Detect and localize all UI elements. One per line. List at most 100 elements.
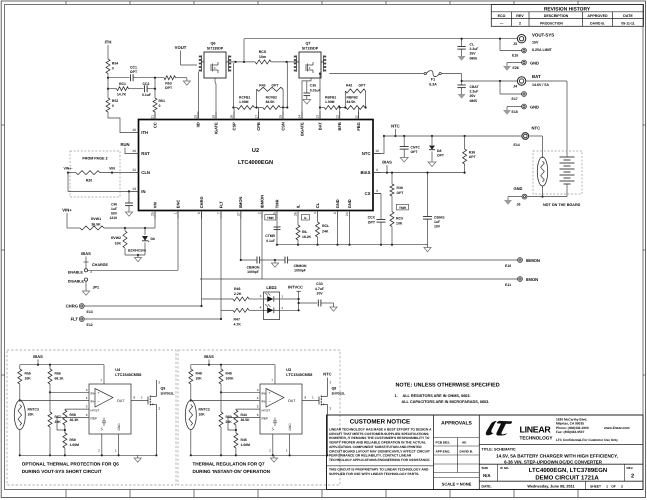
svg-text:1630 McCarthy Blvd.: 1630 McCarthy Blvd.: [556, 417, 587, 421]
svg-text:1: 1: [141, 396, 143, 400]
svg-text:OPTIONAL THERMAL PROTECTION FO: OPTIONAL THERMAL PROTECTION FOR Q6: [22, 461, 120, 466]
svg-text:14.6V / 5A: 14.6V / 5A: [532, 83, 549, 87]
svg-text:1.00M: 1.00M: [241, 443, 251, 447]
svg-text:8: 8: [134, 396, 136, 400]
svg-text:CC1: CC1: [130, 66, 137, 70]
svg-text:RIL: RIL: [302, 230, 307, 234]
svg-text:BFB: BFB: [337, 122, 342, 130]
svg-text:V−: V−: [271, 426, 275, 430]
svg-text:GND: GND: [530, 60, 539, 65]
svg-text:J4: J4: [513, 85, 517, 89]
svg-text:IN+: IN+: [91, 392, 96, 396]
svg-text:2: 2: [282, 306, 284, 310]
svg-text:LTC4000EGN, LTC3789EGN: LTC4000EGN, LTC3789EGN: [529, 467, 607, 474]
svg-text:SCALE = NONE: SCALE = NONE: [442, 482, 472, 487]
svg-text:LTC1540CMS8: LTC1540CMS8: [286, 373, 312, 377]
svg-text:VIN+-: VIN+-: [63, 167, 73, 171]
svg-text:TMR: TMR: [274, 199, 279, 208]
svg-text:2N7002L: 2N7002L: [332, 391, 346, 395]
svg-text:0.01uF: 0.01uF: [310, 88, 321, 92]
svg-text:CCX: CCX: [368, 216, 376, 220]
svg-text:10V: 10V: [434, 225, 441, 229]
svg-text:Q9: Q9: [161, 387, 166, 391]
svg-text:RBFB1: RBFB1: [325, 95, 336, 99]
svg-text:0805: 0805: [470, 99, 478, 103]
svg-text:RUN: RUN: [120, 142, 129, 147]
svg-text:REF: REF: [91, 417, 98, 421]
svg-text:R59: R59: [70, 438, 76, 442]
svg-text:IN−: IN−: [91, 400, 96, 404]
svg-text:CPB: CPB: [256, 122, 261, 131]
svg-text:CLN: CLN: [141, 170, 150, 175]
svg-text:APP ENG.: APP ENG.: [436, 450, 451, 454]
svg-text:U4: U4: [115, 368, 121, 372]
svg-text:2.2K: 2.2K: [234, 292, 242, 296]
svg-text:10K: 10K: [196, 376, 203, 380]
svg-text:10K: 10K: [28, 412, 35, 416]
svg-text:E15: E15: [512, 54, 518, 58]
svg-text:24: 24: [345, 212, 349, 216]
svg-text:RST: RST: [141, 151, 150, 156]
svg-text:1: 1: [606, 484, 608, 488]
svg-text:OPT: OPT: [130, 70, 138, 74]
svg-text:D6: D6: [151, 237, 155, 241]
svg-text:PERFORMANCE OR RELIABILITY. CO: PERFORMANCE OR RELIABILITY. CONTACT LINE…: [329, 454, 412, 458]
svg-text:VERIFY PROPER AND RELIABLE OPE: VERIFY PROPER AND RELIABLE OPERATION IN …: [329, 441, 426, 445]
svg-text:F1: F1: [431, 78, 435, 82]
svg-text:ITH: ITH: [141, 130, 148, 135]
svg-text:R55: R55: [25, 372, 31, 376]
svg-text:1: 1: [286, 449, 288, 453]
svg-text:VOUT: VOUT: [175, 45, 187, 50]
svg-text:R49: R49: [226, 372, 232, 376]
svg-text:1: 1: [115, 449, 117, 453]
svg-text:−: −: [268, 400, 270, 404]
svg-text:1: 1: [174, 212, 178, 214]
svg-text:4: 4: [313, 212, 317, 214]
svg-text:1: 1: [282, 295, 284, 299]
svg-text:BIAS: BIAS: [33, 354, 43, 359]
svg-text:CBIAS: CBIAS: [434, 215, 445, 219]
svg-text:CHARGE: CHARGE: [92, 263, 109, 267]
svg-text:15: 15: [279, 115, 283, 119]
svg-text:6.3A: 6.3A: [429, 83, 437, 87]
svg-text:Q6: Q6: [210, 42, 215, 46]
svg-text:R53: R53: [165, 82, 171, 86]
svg-text:TITLE: SCHEMATIC: TITLE: SCHEMATIC: [482, 447, 516, 451]
svg-text:LINEAR TECHNOLOGY HAS MADE A B: LINEAR TECHNOLOGY HAS MADE A BEST EFFORT…: [329, 428, 432, 432]
svg-text:14.7K: 14.7K: [117, 93, 127, 97]
svg-text:SI7135DP: SI7135DP: [207, 46, 224, 50]
svg-text:RVW2: RVW2: [111, 236, 121, 240]
svg-text:3: 3: [86, 388, 88, 392]
svg-text:APPLICATION. COMPONENT SUBSTIT: APPLICATION. COMPONENT SUBSTITUTION AND …: [329, 445, 422, 449]
svg-text:R46: R46: [234, 287, 240, 291]
svg-text:5: 5: [86, 405, 88, 409]
svg-text:IIMON: IIMON: [238, 197, 243, 209]
svg-text:20K: 20K: [55, 420, 62, 424]
svg-text:OPT: OPT: [165, 86, 173, 90]
svg-text:ECO: ECO: [498, 14, 506, 18]
svg-text:C33: C33: [316, 282, 322, 286]
svg-text:IGATE: IGATE: [213, 122, 218, 134]
svg-text:C35: C35: [310, 84, 316, 88]
svg-text:D8: D8: [437, 149, 441, 153]
svg-text:CIN: CIN: [111, 203, 117, 207]
svg-text:JP1: JP1: [93, 286, 100, 290]
svg-text:6: 6: [86, 413, 88, 417]
svg-text:DESCRIPTION: DESCRIPTION: [544, 14, 569, 18]
svg-text:14.6V, 5A BATTERY CHARGER WITH: 14.6V, 5A BATTERY CHARGER WITH HIGH EFFI…: [496, 453, 618, 458]
svg-text:E10: E10: [505, 264, 511, 268]
svg-text:OPT: OPT: [469, 155, 477, 159]
svg-text:NTC: NTC: [391, 124, 400, 129]
svg-text:0.1uF: 0.1uF: [142, 93, 152, 97]
svg-text:REF: REF: [262, 417, 269, 421]
svg-text:36.5K: 36.5K: [91, 223, 101, 227]
svg-text:BAT: BAT: [317, 122, 322, 130]
svg-text:R43: R43: [259, 83, 265, 87]
svg-text:GND: GND: [347, 199, 352, 208]
svg-text:DATE: DATE: [623, 14, 633, 18]
svg-text:R39: R39: [397, 186, 403, 190]
svg-text:ALL CAPACITORS ARE IN MICROFAR: ALL CAPACITORS ARE IN MICROFARADS, 0603.: [402, 400, 490, 404]
svg-text:36.5K: 36.5K: [241, 418, 251, 422]
svg-text:R56: R56: [55, 372, 61, 376]
svg-text:0: 0: [112, 67, 114, 71]
